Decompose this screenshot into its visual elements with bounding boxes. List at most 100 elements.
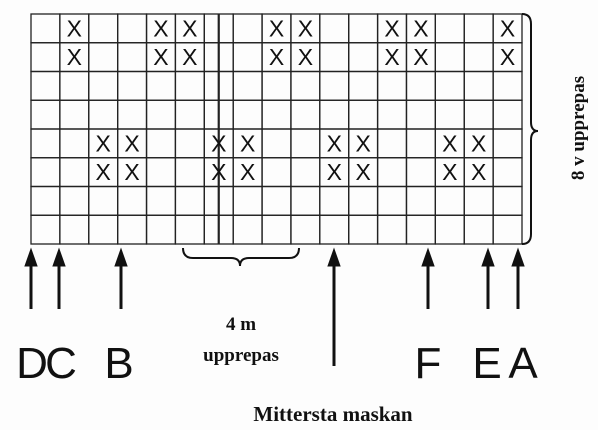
grid-cell	[405, 99, 437, 130]
grid-cell	[59, 99, 90, 130]
stitch-repeat-label-line2: upprepas	[203, 345, 279, 366]
grid-cell	[463, 99, 494, 130]
stitch-mark: X	[153, 44, 168, 70]
stitch-mark: X	[327, 159, 342, 185]
grid-cell	[376, 128, 408, 159]
stitch-mark: X	[355, 130, 370, 156]
grid-cell	[232, 99, 263, 130]
arrow-e-icon	[481, 247, 495, 309]
grid-cell	[348, 13, 379, 44]
grid-cell	[463, 70, 494, 101]
arrow-c-icon	[52, 247, 66, 309]
stitch-repeat-brace	[182, 247, 300, 267]
grid-cell	[145, 128, 177, 159]
grid-cell	[145, 214, 177, 245]
grid-cell	[376, 99, 408, 130]
grid-cell	[290, 128, 321, 159]
stitch-mark: X	[124, 130, 139, 156]
grid-cell	[348, 214, 379, 245]
grid-cell	[59, 157, 90, 188]
grid-cell	[145, 70, 177, 101]
stitch-mark: X	[67, 44, 82, 70]
grid-cell	[59, 214, 90, 245]
stitch-arrows	[24, 247, 525, 366]
stitch-mark: X	[384, 15, 399, 41]
letter-e: E	[472, 339, 501, 388]
arrow-middle-stitch-icon	[327, 247, 341, 366]
grid-cell	[405, 214, 437, 245]
grid-cell	[261, 128, 292, 159]
letter-f: F	[415, 339, 442, 388]
grid-cell	[290, 70, 321, 101]
grid-cell	[30, 70, 61, 101]
grid-cell	[88, 99, 119, 130]
grid-cell	[405, 128, 437, 159]
letter-a: A	[508, 339, 538, 388]
grid-cell	[88, 42, 119, 73]
stitch-mark: X	[500, 44, 515, 70]
arrow-d-icon	[24, 247, 38, 309]
stitch-mark: X	[182, 15, 197, 41]
stitch-mark: X	[240, 130, 255, 156]
grid-cell	[492, 214, 523, 245]
grid-cell	[492, 157, 523, 188]
grid-cell	[261, 157, 292, 188]
stitch-mark: X	[182, 44, 197, 70]
grid-cell	[174, 214, 205, 245]
grid-cell	[59, 185, 90, 216]
letter-b: B	[104, 339, 133, 388]
grid-cell	[348, 42, 379, 73]
grid-cell	[405, 157, 437, 188]
grid-cell	[319, 70, 350, 101]
grid-cell	[290, 99, 321, 130]
middle-stitch-label: Mittersta maskan	[253, 402, 413, 426]
grid-cell	[492, 70, 523, 101]
stitch-mark: X	[442, 130, 457, 156]
grid-cell	[290, 214, 321, 245]
arrow-f-icon	[421, 247, 435, 309]
grid-cell	[319, 214, 350, 245]
grid-cell	[376, 157, 408, 188]
grid-cell	[174, 128, 205, 159]
arrow-b-icon	[114, 247, 128, 309]
grid-cell	[145, 185, 177, 216]
stitch-mark: X	[67, 15, 82, 41]
grid-cell	[145, 99, 177, 130]
grid-cell	[290, 157, 321, 188]
grid-cell	[174, 185, 205, 216]
arrow-a-icon	[511, 247, 525, 309]
stitch-mark: X	[153, 15, 168, 41]
stitch-mark: X	[124, 159, 139, 185]
grid-cell	[30, 42, 61, 73]
grid-cell	[261, 185, 292, 216]
grid-cell	[232, 42, 263, 73]
grid-cell	[174, 157, 205, 188]
grid-cell	[261, 70, 292, 101]
grid-cell	[319, 185, 350, 216]
grid-cell	[88, 185, 119, 216]
grid-cell	[319, 13, 350, 44]
stitch-mark: X	[298, 44, 313, 70]
grid-cell	[88, 70, 119, 101]
grid-cell	[145, 157, 177, 188]
grid-cell	[261, 99, 292, 130]
stitch-repeat-label-line1: 4 m	[226, 314, 256, 335]
grid-cell	[30, 128, 61, 159]
grid-cell	[492, 185, 523, 216]
grid-cell	[116, 99, 148, 130]
stitch-mark: X	[327, 130, 342, 156]
grid-cell	[59, 70, 90, 101]
grid-cell	[463, 13, 494, 44]
chart-grid	[30, 13, 523, 245]
grid-cell	[434, 185, 465, 216]
grid-cell	[405, 185, 437, 216]
grid-cell	[30, 214, 61, 245]
stitch-mark: X	[211, 159, 226, 185]
grid-cell	[492, 99, 523, 130]
stitch-mark: X	[384, 44, 399, 70]
grid-cell	[232, 214, 263, 245]
stitch-mark: X	[96, 159, 111, 185]
stitch-mark: X	[413, 15, 428, 41]
stitch-mark: X	[355, 159, 370, 185]
